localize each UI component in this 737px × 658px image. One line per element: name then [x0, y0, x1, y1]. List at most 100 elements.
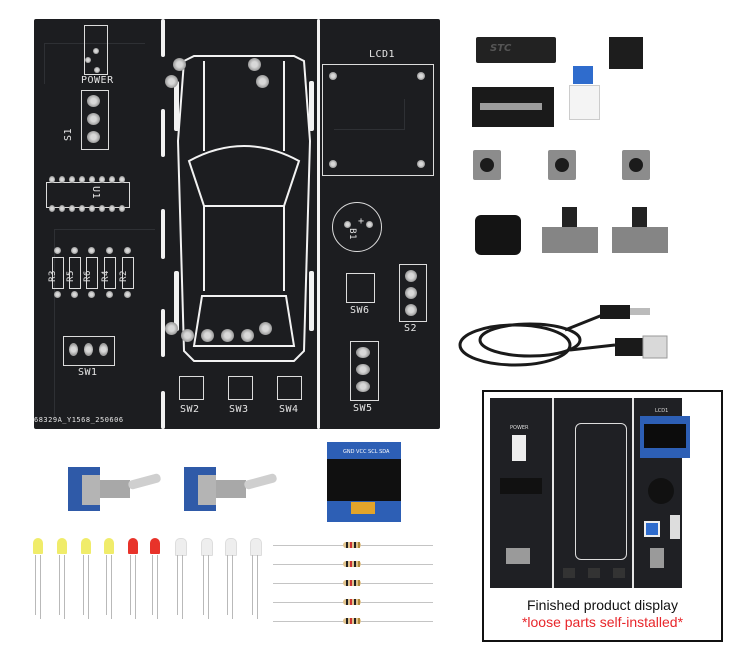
led-white: [175, 538, 187, 556]
toggle-lever: [243, 472, 278, 491]
pad: [356, 364, 370, 375]
pad: [99, 343, 108, 356]
led-lead: [59, 555, 60, 615]
pad: [405, 287, 417, 299]
resistor-band: [354, 599, 356, 605]
tact-button: [480, 158, 494, 172]
resistor-band: [346, 580, 348, 586]
pad: [87, 95, 100, 107]
resistor-pad: [88, 247, 95, 254]
led-yellow: [104, 538, 114, 554]
resistor-pad: [71, 247, 78, 254]
sw5-label: SW5: [353, 403, 373, 414]
led-red: [128, 538, 138, 554]
road-line: [552, 398, 554, 588]
tact-switch: [622, 150, 650, 180]
pad: [93, 48, 99, 54]
resistor-outline: [69, 257, 81, 289]
led-footprint: [256, 75, 269, 88]
resistor-band: [350, 542, 352, 548]
road-line: [317, 19, 320, 429]
led-lead: [83, 555, 84, 615]
resistor-pad: [71, 291, 78, 298]
u1-pad: [69, 176, 75, 183]
resistor: [343, 542, 361, 548]
sw6-label: SW6: [350, 305, 370, 316]
resistor-band: [350, 599, 352, 605]
led-lead: [257, 555, 258, 619]
led-yellow: [33, 538, 43, 554]
resistor-outline: [52, 257, 64, 289]
oled-module: GND VCC SCL SDA: [327, 442, 401, 522]
lcd1-footprint: [322, 64, 434, 176]
s2-footprint: [399, 264, 427, 322]
led-lead: [40, 555, 41, 619]
mini-slide-switch: [512, 435, 526, 461]
buzzer: [475, 215, 521, 255]
resistor: [343, 580, 361, 586]
led-footprint: [181, 329, 194, 342]
sw2-footprint: [179, 376, 204, 400]
finished-board-photo: POWER LCD1: [490, 398, 690, 588]
led-lead: [152, 555, 153, 615]
slide-switch: [612, 207, 668, 253]
sw3-label: SW3: [229, 404, 249, 415]
b1-footprint: [332, 202, 382, 252]
resistor-pad: [106, 291, 113, 298]
mini-tact: [588, 568, 600, 578]
u1-pad: [79, 176, 85, 183]
power-footprint: [84, 25, 108, 75]
sw3-footprint: [228, 376, 253, 400]
slide-knob: [562, 207, 577, 227]
resistor-band: [354, 542, 356, 548]
led-lead: [208, 555, 209, 619]
sw1-label: SW1: [78, 367, 98, 378]
road-dash: [161, 209, 165, 259]
pad: [356, 381, 370, 392]
resistor-pad: [54, 291, 61, 298]
b1-plus-label: +: [358, 216, 365, 227]
led-lead: [130, 555, 131, 615]
pad: [87, 113, 100, 125]
resistor-band: [346, 561, 348, 567]
resistor-band: [354, 618, 356, 624]
b1-label: B1: [346, 228, 357, 240]
tact-button: [555, 158, 569, 172]
u1-footprint: [46, 182, 130, 208]
slide-switch: [542, 207, 598, 253]
sw1-footprint: [63, 336, 115, 366]
road-line: [632, 398, 634, 588]
mini-self-lock: [644, 521, 660, 537]
u1-pad: [99, 176, 105, 183]
pad: [405, 270, 417, 282]
resistor-band: [358, 561, 360, 567]
led-footprint: [221, 329, 234, 342]
resistor: [343, 561, 361, 567]
led-footprint: [165, 322, 178, 335]
led-white: [201, 538, 213, 556]
slide-knob: [632, 207, 647, 227]
sw4-footprint: [277, 376, 302, 400]
oled-pin-labels: GND VCC SCL SDA: [343, 449, 390, 455]
mini-oled: [640, 416, 690, 458]
road-dash: [161, 309, 165, 357]
u1-pad: [99, 205, 105, 212]
car-outline: [174, 55, 314, 362]
pcb-board: POWER S1 U1 R3 R5 R6 R4 R2 SW1 SW2 SW3 S…: [34, 19, 440, 429]
u1-pad: [59, 205, 65, 212]
road-dash: [161, 391, 165, 429]
mount-hole: [417, 72, 425, 80]
pad: [366, 221, 373, 228]
toggle-switch: [184, 467, 216, 511]
tact-button: [629, 158, 643, 172]
mini-tact: [563, 568, 575, 578]
led-yellow: [81, 538, 91, 554]
resistor-outline: [86, 257, 98, 289]
mini-lcd-label: LCD1: [655, 408, 669, 414]
sw5-footprint: [350, 341, 379, 401]
u1-pad: [89, 176, 95, 183]
resistor-band: [350, 618, 352, 624]
finished-product-panel: POWER LCD1 Finished product display *loo…: [482, 390, 723, 642]
pad: [87, 131, 100, 143]
u1-pad: [119, 205, 125, 212]
